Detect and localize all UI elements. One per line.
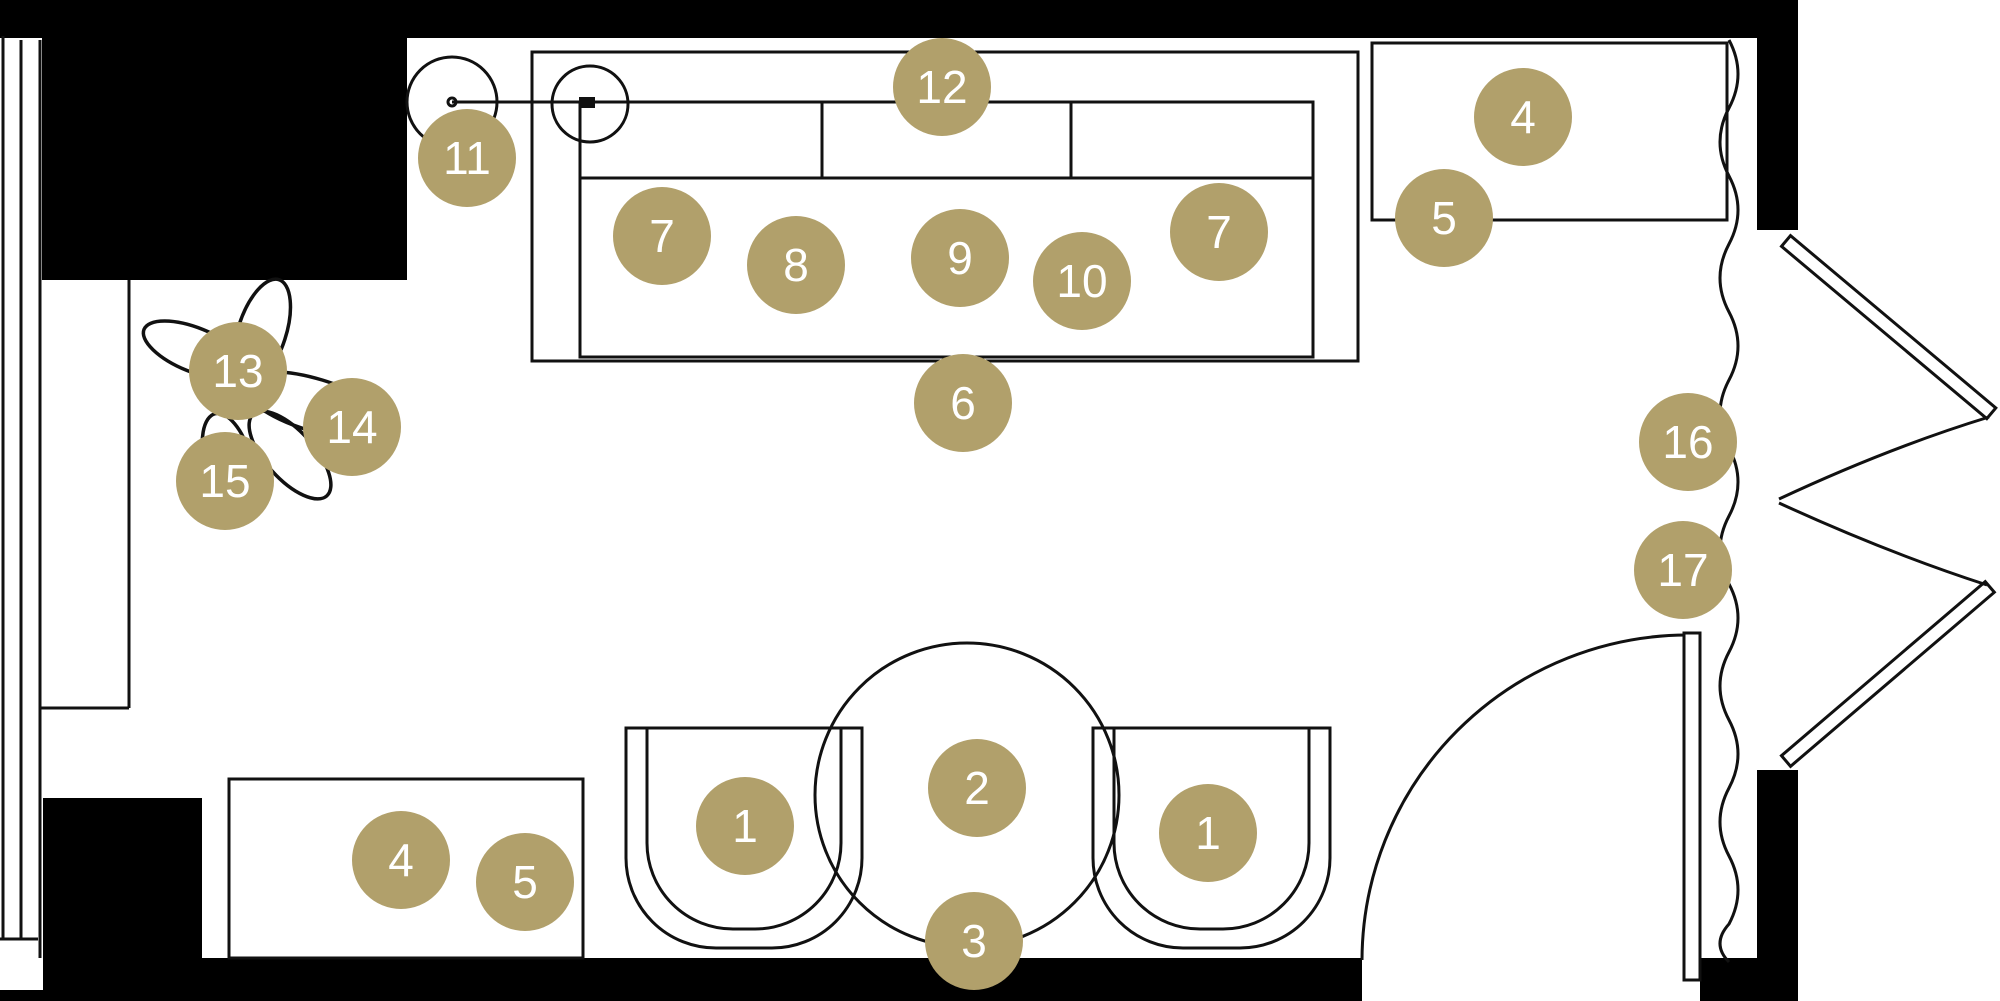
room-marker-11: 11 <box>418 109 516 207</box>
tub-chair-left <box>624 726 864 950</box>
entry-door <box>1360 631 1702 982</box>
walls <box>0 0 1798 1001</box>
room-marker-14: 14 <box>303 378 401 476</box>
room-marker-4: 4 <box>352 811 450 909</box>
bottom-left-wall-block <box>43 798 202 960</box>
right-wall-lower-segment <box>1757 770 1798 960</box>
casement-lower-leaf <box>1779 579 1997 769</box>
side-table-bottom-left <box>227 777 585 960</box>
curtain-wavy-line <box>1718 39 1740 964</box>
bottom-wall <box>43 958 1362 1001</box>
lamp-shade-circle <box>550 64 630 144</box>
left-window-wall <box>0 36 131 958</box>
arc-floor-lamp <box>405 55 630 149</box>
room-marker-6: 6 <box>914 354 1012 452</box>
tub-chair-right-inner <box>1112 728 1311 931</box>
room-marker-1: 1 <box>1159 784 1257 882</box>
room-marker-15: 15 <box>176 432 274 530</box>
room-marker-9: 9 <box>911 209 1009 307</box>
console-table <box>1370 41 1729 222</box>
room-marker-13: 13 <box>189 322 287 420</box>
room-marker-5: 5 <box>1395 169 1493 267</box>
casement-upper-leaf <box>1779 233 1998 421</box>
top-left-built-in-block <box>42 0 407 280</box>
tub-chair-left-outer <box>624 726 864 950</box>
bottom-left-wall-sliver <box>0 990 43 1001</box>
room-marker-2: 2 <box>928 739 1026 837</box>
room-marker-17: 17 <box>1634 521 1732 619</box>
room-marker-16: 16 <box>1639 393 1737 491</box>
casement-doors <box>1778 233 1998 769</box>
room-marker-4: 4 <box>1474 68 1572 166</box>
tub-chair-left-inner <box>645 728 843 931</box>
tub-chair-right <box>1091 726 1332 950</box>
room-marker-10: 10 <box>1033 232 1131 330</box>
lamp-head-block <box>579 97 595 108</box>
casement-lower-swing-line <box>1778 501 1988 587</box>
room-marker-12: 12 <box>893 38 991 136</box>
door-swing-arc <box>1360 633 1688 961</box>
bottom-right-wall-corner <box>1700 958 1798 1001</box>
room-marker-7: 7 <box>1170 183 1268 281</box>
door-leaf <box>1682 631 1702 982</box>
room-marker-5: 5 <box>476 833 574 931</box>
room-marker-8: 8 <box>747 216 845 314</box>
room-marker-7: 7 <box>613 187 711 285</box>
casement-upper-swing-line <box>1778 415 1990 501</box>
tub-chair-right-outer <box>1091 726 1332 950</box>
room-marker-3: 3 <box>925 892 1023 990</box>
room-marker-1: 1 <box>696 777 794 875</box>
right-wall-upper-segment <box>1757 38 1798 230</box>
